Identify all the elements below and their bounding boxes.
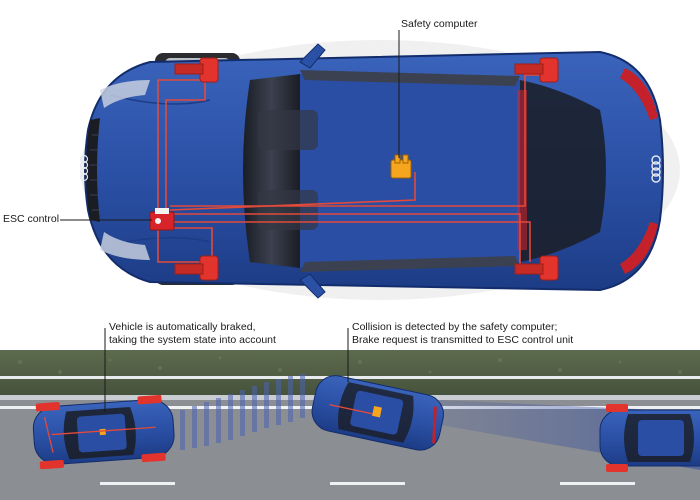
detecting-car xyxy=(311,375,444,451)
braked-car xyxy=(32,394,175,470)
motion-bars xyxy=(180,374,305,450)
rear-logo xyxy=(651,155,661,183)
road-scene xyxy=(0,350,700,500)
windshield xyxy=(243,74,300,268)
label-collision-line2: Brake request is transmitted to ESC cont… xyxy=(352,334,574,346)
grille-lines xyxy=(90,134,99,211)
label-esc-control: ESC control xyxy=(3,213,60,225)
car-ahead xyxy=(599,404,700,472)
label-braked: Vehicle is automatically braked, taking … xyxy=(109,321,276,347)
label-braked-line2: taking the system state into account xyxy=(109,334,276,346)
safety-computer-unit xyxy=(390,154,412,179)
label-collision: Collision is detected by the safety comp… xyxy=(352,321,573,347)
brake-calipers xyxy=(174,57,559,281)
front-logo xyxy=(79,154,89,182)
label-braked-line1: Vehicle is automatically braked, xyxy=(109,321,256,333)
label-collision-line1: Collision is detected by the safety comp… xyxy=(352,321,558,333)
rear-window xyxy=(520,80,606,262)
esc-control-unit xyxy=(149,208,175,231)
main-car xyxy=(79,40,680,300)
label-safety-computer: Safety computer xyxy=(401,18,478,30)
